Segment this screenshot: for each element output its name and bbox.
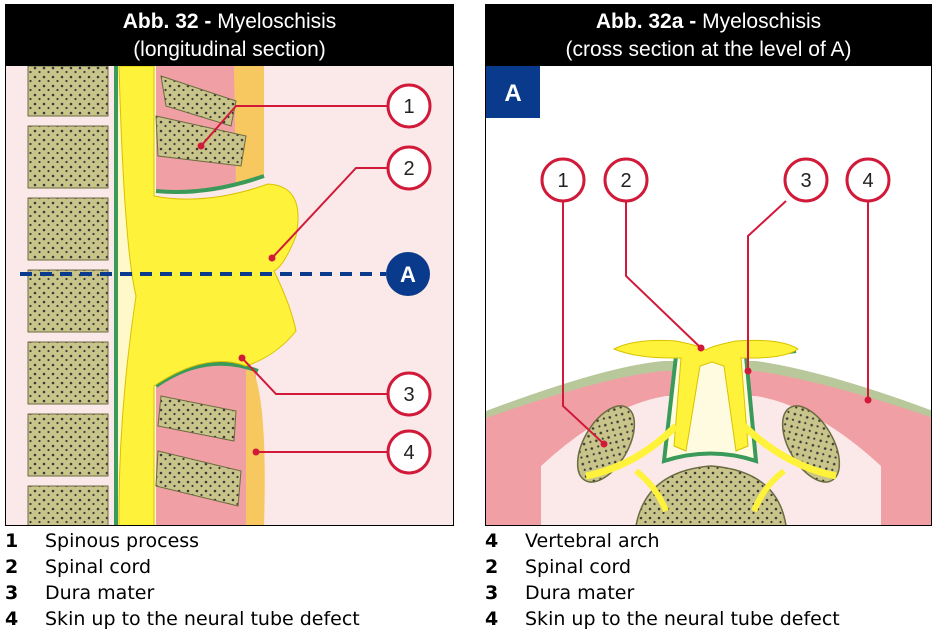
legend-number: 1: [5, 530, 19, 552]
vertebral-arch-right: [781, 405, 841, 483]
cross-section-svg: A: [486, 66, 931, 525]
svg-text:4: 4: [862, 170, 873, 192]
legend-number: 3: [485, 582, 499, 604]
legend-number: 3: [5, 582, 19, 604]
right-title-text: Myeloschisis: [702, 10, 822, 33]
legend-number: 2: [485, 556, 499, 578]
legend-item: 2 Spinal cord: [5, 554, 360, 580]
longitudinal-section-figure: A 1 2: [5, 66, 454, 526]
left-title-bar: Abb. 32 - Myeloschisis (longitudinal sec…: [5, 4, 454, 66]
callout-3: 3: [386, 371, 432, 417]
callout-4: 4: [386, 429, 432, 475]
lower-skin: [246, 366, 265, 525]
cross-callout-3: 3: [783, 157, 829, 203]
svg-text:3: 3: [800, 170, 811, 192]
callout-1: 1: [386, 83, 432, 129]
level-a-marker: [386, 252, 430, 296]
right-legend: 4 Vertebral arch 2 Spinal cord 3 Dura mater…: [485, 528, 840, 632]
right-subtitle: (cross section at the level of A): [565, 38, 852, 61]
svg-text:1: 1: [403, 96, 414, 118]
cross-section-figure: A: [485, 66, 932, 526]
left-title-text: Myeloschisis: [217, 10, 337, 33]
legend-number: 4: [485, 530, 499, 552]
legend-text: Skin up to the neural tube defect: [525, 608, 840, 630]
svg-text:3: 3: [403, 384, 414, 406]
cross-callout-lines: [562, 200, 869, 445]
upper-skin: [234, 66, 264, 186]
cross-callout-4: 4: [845, 157, 891, 203]
cross-callout-1: 1: [540, 157, 586, 203]
legend-number: 4: [485, 608, 499, 630]
legend-text: Spinous process: [45, 530, 200, 552]
nerve-root-left: [585, 423, 679, 480]
lower-muscle: [156, 363, 256, 525]
left-title-bold: Abb. 32 -: [122, 10, 212, 33]
right-panel: Abb. 32a - Myeloschisis (cross section a…: [485, 4, 932, 526]
right-title-bold: Abb. 32a -: [595, 10, 697, 33]
right-title-bar: Abb. 32a - Myeloschisis (cross section a…: [485, 4, 932, 66]
legend-item: 3 Dura mater: [485, 580, 840, 606]
callout-lines: [200, 105, 388, 453]
corner-badge: [486, 66, 540, 118]
legend-item: 4 Vertebral arch: [485, 528, 840, 554]
legend-text: Dura mater: [45, 582, 155, 604]
corner-badge-label: A: [504, 80, 521, 107]
legend-item: 4 Skin up to the neural tube defect: [485, 606, 840, 632]
vertebral-bodies: [27, 66, 109, 525]
spinous-process-upper: [160, 75, 237, 127]
svg-text:1: 1: [557, 170, 568, 192]
left-subtitle: (longitudinal section): [133, 38, 326, 61]
vertebral-body: [635, 465, 787, 525]
callout-2: 2: [386, 145, 432, 191]
spinal-cord: [118, 66, 299, 525]
svg-text:4: 4: [403, 442, 414, 464]
legend-item: 3 Dura mater: [5, 580, 360, 606]
longitudinal-section-svg: A 1 2: [6, 66, 453, 525]
level-a-label: A: [400, 262, 416, 287]
cross-callout-2: 2: [603, 157, 649, 203]
legend-text: Skin up to the neural tube defect: [45, 608, 360, 630]
legend-text: Vertebral arch: [525, 530, 660, 552]
svg-text:2: 2: [403, 158, 414, 180]
left-legend: 1 Spinous process 2 Spinal cord 3 Dura mate…: [5, 528, 360, 632]
legend-number: 2: [5, 556, 19, 578]
left-panel: Abb. 32 - Myeloschisis (longitudinal sec…: [5, 4, 454, 526]
legend-number: 4: [5, 608, 19, 630]
nerve-root-right: [741, 423, 837, 480]
legend-item: 4 Skin up to the neural tube defect: [5, 606, 360, 632]
legend-text: Dura mater: [525, 582, 635, 604]
legend-text: Spinal cord: [525, 556, 632, 578]
svg-text:2: 2: [620, 170, 631, 192]
spinous-process-lower: [157, 395, 237, 442]
legend-item: 1 Spinous process: [5, 528, 360, 554]
legend-item: 2 Spinal cord: [485, 554, 840, 580]
legend-text: Spinal cord: [45, 556, 152, 578]
